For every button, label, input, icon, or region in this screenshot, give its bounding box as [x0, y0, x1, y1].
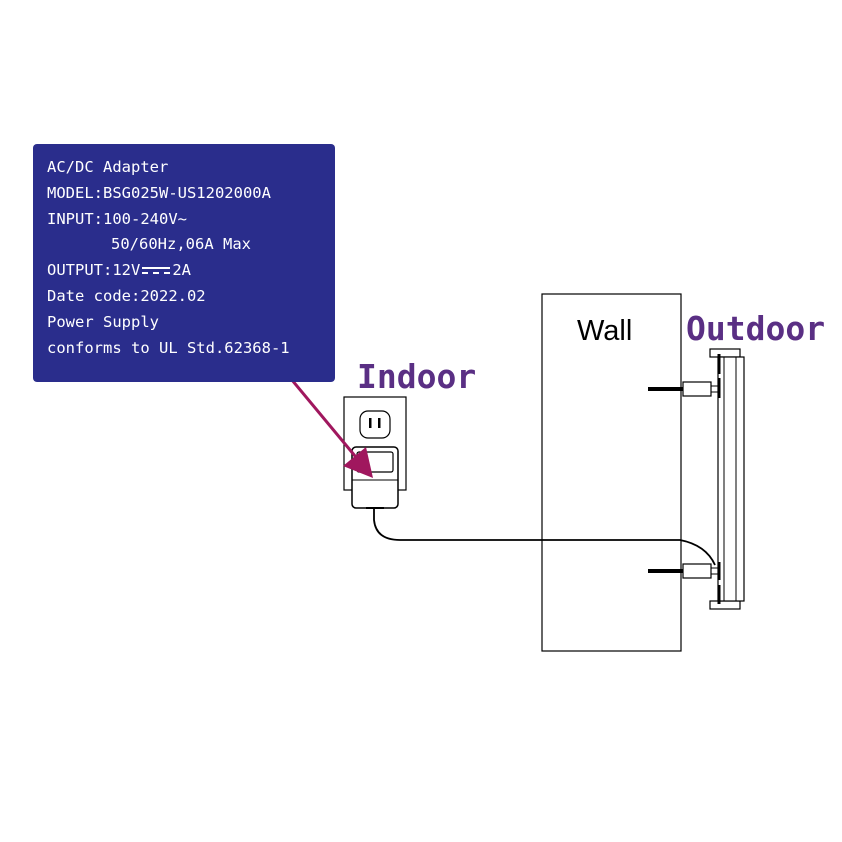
spec-line-frequency: 50/60Hz,06A Max: [111, 235, 251, 254]
wall: [541, 293, 682, 652]
dc-symbol-icon: [142, 266, 171, 276]
spec-line-input: INPUT:100-240V~: [47, 209, 187, 228]
spec-line-output: OUTPUT:12V 2A: [47, 258, 335, 284]
outdoor-label: Outdoor: [686, 309, 826, 348]
adapter-spec-label: AC/DC Adapter MODEL:BSG025W-US1202000A I…: [33, 144, 335, 382]
pointer-arrow: [280, 367, 373, 478]
outdoor-light-fixture: [709, 348, 745, 610]
spec-line-power-supply: Power Supply: [47, 312, 159, 331]
mounting-bracket-bottom: [648, 563, 720, 579]
indoor-label: Indoor: [357, 357, 477, 396]
spec-output-voltage: OUTPUT:12V: [47, 261, 141, 280]
outlet-socket: [359, 410, 391, 439]
spec-line-date-code: Date code:2022.02: [47, 286, 206, 305]
spec-output-current: 2A: [172, 261, 191, 280]
spec-line-title: AC/DC Adapter: [47, 158, 169, 176]
mounting-bracket-top: [648, 381, 720, 397]
spec-line-standard: conforms to UL Std.62368-1: [47, 338, 290, 357]
power-cable: [373, 508, 716, 566]
wall-label: Wall: [577, 315, 633, 347]
spec-line-model: MODEL:BSG025W-US1202000A: [47, 183, 271, 202]
